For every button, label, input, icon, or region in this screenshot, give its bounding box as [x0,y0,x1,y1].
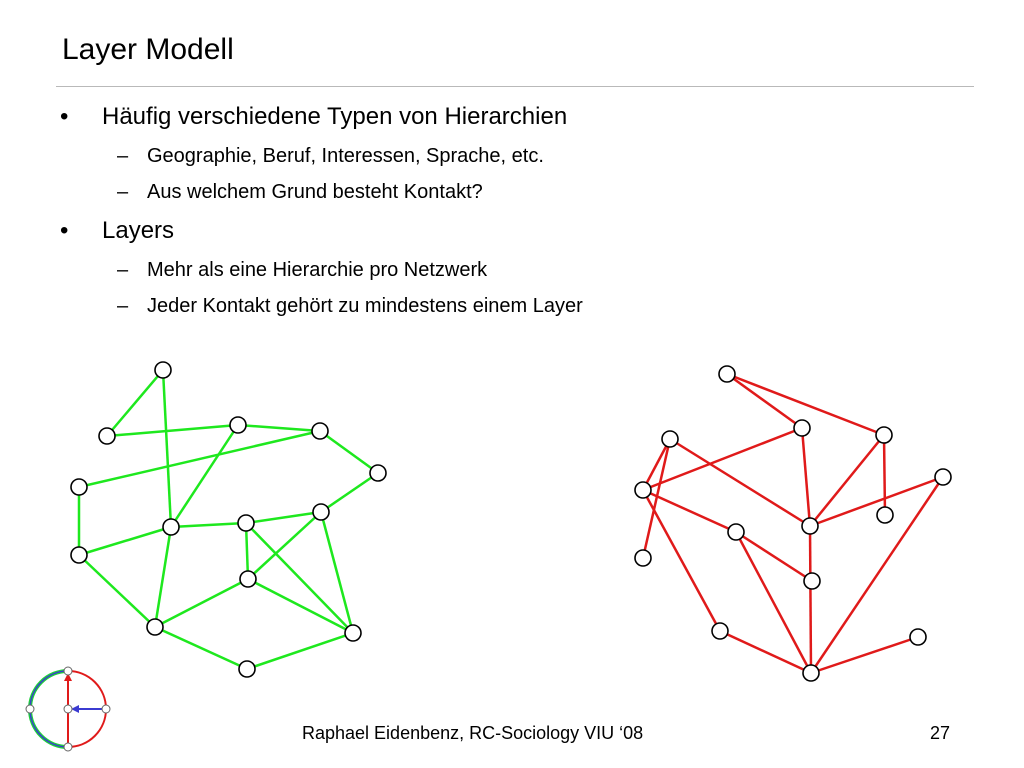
bullet-marker: • [60,217,69,244]
graph-node [70,546,88,564]
graph-edge [247,511,322,580]
graph-node [727,523,745,541]
graph-edge [642,488,737,534]
sub-bullet-item: –Aus welchem Grund besteht Kontakt? [117,179,483,205]
graph-edge [808,525,813,674]
graph-node [875,426,893,444]
sub-bullet-marker: – [117,259,129,281]
slide-title: Layer Modell [62,33,234,66]
bullet-item: • Häufig verschiedene Typen von Hierarchi… [60,102,567,132]
graph-edge [247,577,354,635]
graph-edge [320,471,379,514]
graph-edge [170,521,247,529]
graph-edge [106,369,164,437]
graph-node [934,468,952,486]
graph-edge [809,434,885,527]
graph-node [876,506,894,524]
graph-node [98,427,116,445]
graph-node [718,365,736,383]
graph-node [793,419,811,437]
graph-edge [237,423,321,433]
sub-bullet-marker: – [117,145,129,167]
graph-edge [642,426,803,492]
graph-edge [641,438,672,491]
graph-node [369,464,387,482]
page-number: 27 [929,723,950,743]
graph-node [312,503,330,521]
logo-icon [25,666,111,752]
graph-edge [78,554,156,628]
graph-edge [245,522,354,634]
graph-node [803,572,821,590]
sub-bullet-item: –Jeder Kontakt gehört zu mindestens eine… [117,293,583,319]
graph-edge [734,531,813,674]
graph-edge [882,434,887,516]
graph-edge [246,631,354,671]
graph-node [229,416,247,434]
graph-node [634,481,652,499]
sub-bullet-text: Mehr als eine Hierarchie pro Netzwerk [147,259,488,281]
graph-node [711,622,729,640]
graph-edge [319,511,355,634]
footer: Raphael Eidenbenz, RC-Sociology VIU ‘08 … [0,720,1024,750]
bullet-item: • Layers [60,216,174,246]
bullet-text: Häufig verschiedene Typen von Hierarchie… [102,103,568,130]
graph-node [239,570,257,588]
graph-node [634,549,652,567]
graph-node [238,660,256,678]
graph-node [70,478,88,496]
graph-edge [810,635,919,675]
red-layer-graph [634,365,952,682]
graph-edge [319,429,379,475]
graph-node [162,518,180,536]
sub-bullet-item: –Mehr als eine Hierarchie pro Netzwerk [117,257,487,283]
graph-node [237,514,255,532]
graph-edge [719,629,812,675]
graph-edge [78,429,321,489]
graph-edge [641,438,672,559]
title-divider [56,86,974,87]
bullet-text: Layers [102,217,175,244]
green-layer-graph [70,361,387,678]
graph-edge [809,475,944,528]
graph-node [146,618,164,636]
sub-bullet-text: Aus welchem Grund besteht Kontakt? [147,181,483,203]
graph-node [801,517,819,535]
graph-node [311,422,329,440]
bullet-marker: • [60,103,69,130]
graph-node [661,430,679,448]
graph-edge [78,525,172,557]
graph-edge [641,489,722,632]
graph-edge [169,424,240,528]
sub-bullet-marker: – [117,295,129,317]
sub-bullet-marker: – [117,181,129,203]
graph-edge [154,577,249,629]
graph-edge [244,522,250,580]
graph-node [344,624,362,642]
graph-edge [809,476,945,674]
sub-bullet-item: –Geographie, Beruf, Interessen, Sprache,… [117,143,544,169]
graph-edge [153,526,173,628]
footer-author: Raphael Eidenbenz, RC-Sociology VIU ‘08 [302,723,644,743]
graph-edge [800,427,812,527]
graph-node [802,664,820,682]
graph-edge [735,530,813,583]
graph-edge [726,372,885,437]
bullet-list: • Häufig verschiedene Typen von Hierarchi… [0,0,1024,340]
graph-edge [669,437,811,528]
sub-bullet-text: Geographie, Beruf, Interessen, Sprache, … [147,145,544,167]
graph-edge [154,625,248,671]
graph-node [154,361,172,379]
graph-edge [106,423,239,438]
graph-edge [245,510,322,525]
sub-bullet-text: Jeder Kontakt gehört zu mindestens einem… [147,295,583,317]
graph-edge [161,369,173,528]
graph-node [909,628,927,646]
graph-edge [726,372,803,430]
